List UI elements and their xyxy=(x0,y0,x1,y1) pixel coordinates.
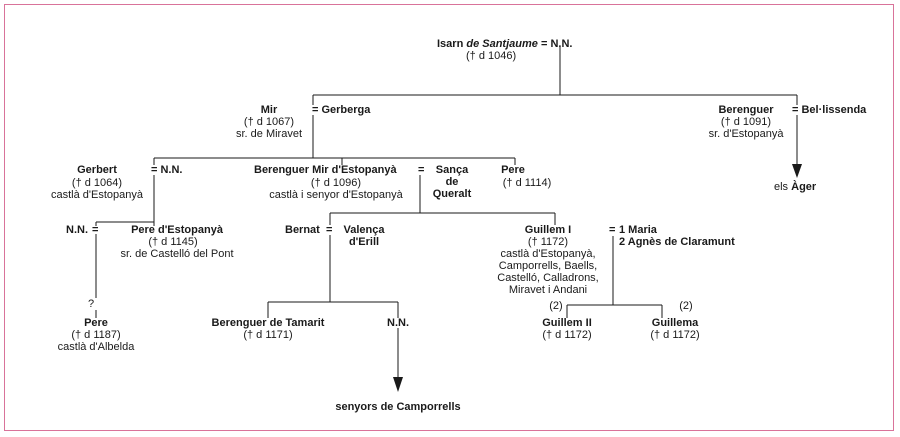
marriage-sign: = xyxy=(418,164,425,176)
berenguer-mir-death: († d 1096) xyxy=(310,177,362,189)
marriage-sign: = xyxy=(609,224,616,236)
valenca-line2: d'Erill xyxy=(348,236,380,248)
guillem-i-death: († 1172) xyxy=(527,236,569,248)
sanca-line1: Sança xyxy=(435,164,469,176)
guillema-marker: (2) xyxy=(679,300,693,312)
berenguer-title: sr. d'Estopanyà xyxy=(708,128,784,140)
ager-arrow-icon xyxy=(792,164,802,178)
berenguer-mir-title: castlà i senyor d'Estopanyà xyxy=(269,189,403,201)
marriage-sign: = xyxy=(92,224,99,236)
camporrells-label: senyors de Camporrells xyxy=(335,401,461,413)
guillem-i-title-2: Camporrells, Baells, xyxy=(498,260,598,272)
guillem-i-name: Guillem I xyxy=(524,224,572,236)
guillem-i-spouse-2: 2 Agnès de Claramunt xyxy=(619,236,735,248)
mir-death: († d 1067) xyxy=(243,116,295,128)
guillem-i-title-4: Miravet i Andani xyxy=(508,284,588,296)
guillem-ii-name: Guillem II xyxy=(542,317,592,329)
sanca-line3: Queralt xyxy=(432,188,472,200)
ager-label: els Àger xyxy=(774,181,817,193)
pere-estopanya-name: Pere d'Estopanyà xyxy=(131,224,223,236)
pere-estopanya-title: sr. de Castelló del Pont xyxy=(120,248,234,260)
berenguer-tamarit-name: Berenguer de Tamarit xyxy=(211,317,325,329)
berenguer-death: († d 1091) xyxy=(720,116,772,128)
guillem-i-title-3: Castelló, Calladrons, xyxy=(497,272,599,284)
mir-name: Mir xyxy=(260,104,278,116)
marriage-sign: = xyxy=(540,38,548,50)
diagram-frame xyxy=(4,4,894,431)
uncertain-descent-mark: ? xyxy=(87,298,95,310)
mir-spouse: = Gerberga xyxy=(312,104,371,116)
pere-1114-death: († d 1114) xyxy=(502,177,552,189)
nn-bottom-name: N.N. xyxy=(387,317,409,329)
gerbert-title: castlà d'Estopanyà xyxy=(51,189,143,201)
pere-1187-title: castlà d'Albelda xyxy=(57,341,135,353)
mir-title: sr. de Miravet xyxy=(235,128,303,140)
guillema-death: († d 1172) xyxy=(650,329,700,341)
pere-1114-name: Pere xyxy=(501,164,525,176)
pere-1187-name: Pere xyxy=(84,317,108,329)
isarn-given-name: Isarn xyxy=(437,38,464,50)
isarn-surname: de Santjaume xyxy=(466,38,538,50)
gerbert-name: Gerbert xyxy=(77,164,117,176)
isarn-death: († d 1046) xyxy=(466,50,517,62)
pere-1187-death: († d 1187) xyxy=(71,329,121,341)
guillema-name: Guillema xyxy=(651,317,699,329)
guillem-ii-marker: (2) xyxy=(549,300,563,312)
pere-estopanya-death: († d 1145) xyxy=(148,236,198,248)
isarn-spouse: N.N. xyxy=(550,38,573,50)
berenguer-mir-name: Berenguer Mir d'Estopanyà xyxy=(254,164,397,176)
guillem-i-spouse-1: 1 Maria xyxy=(619,224,657,236)
camporrells-arrow-icon xyxy=(393,377,403,392)
nn-left-name: N.N. xyxy=(66,224,88,236)
isarn-name: Isarn de Santjaume = N.N. xyxy=(437,38,572,51)
gerbert-death: († d 1064) xyxy=(71,177,123,189)
valenca-line1: Valença xyxy=(343,224,385,236)
marriage-sign: = xyxy=(326,224,333,236)
gerbert-spouse: = N.N. xyxy=(151,164,183,176)
berenguer-spouse: = Bel·lissenda xyxy=(792,104,867,116)
berenguer-tamarit-death: († d 1171) xyxy=(243,329,293,341)
berenguer-name: Berenguer xyxy=(718,104,774,116)
guillem-ii-death: († d 1172) xyxy=(542,329,592,341)
bernat-name: Bernat xyxy=(285,224,320,236)
guillem-i-title-1: castlà d'Estopanyà, xyxy=(500,248,596,260)
sanca-line2: de xyxy=(445,176,459,188)
